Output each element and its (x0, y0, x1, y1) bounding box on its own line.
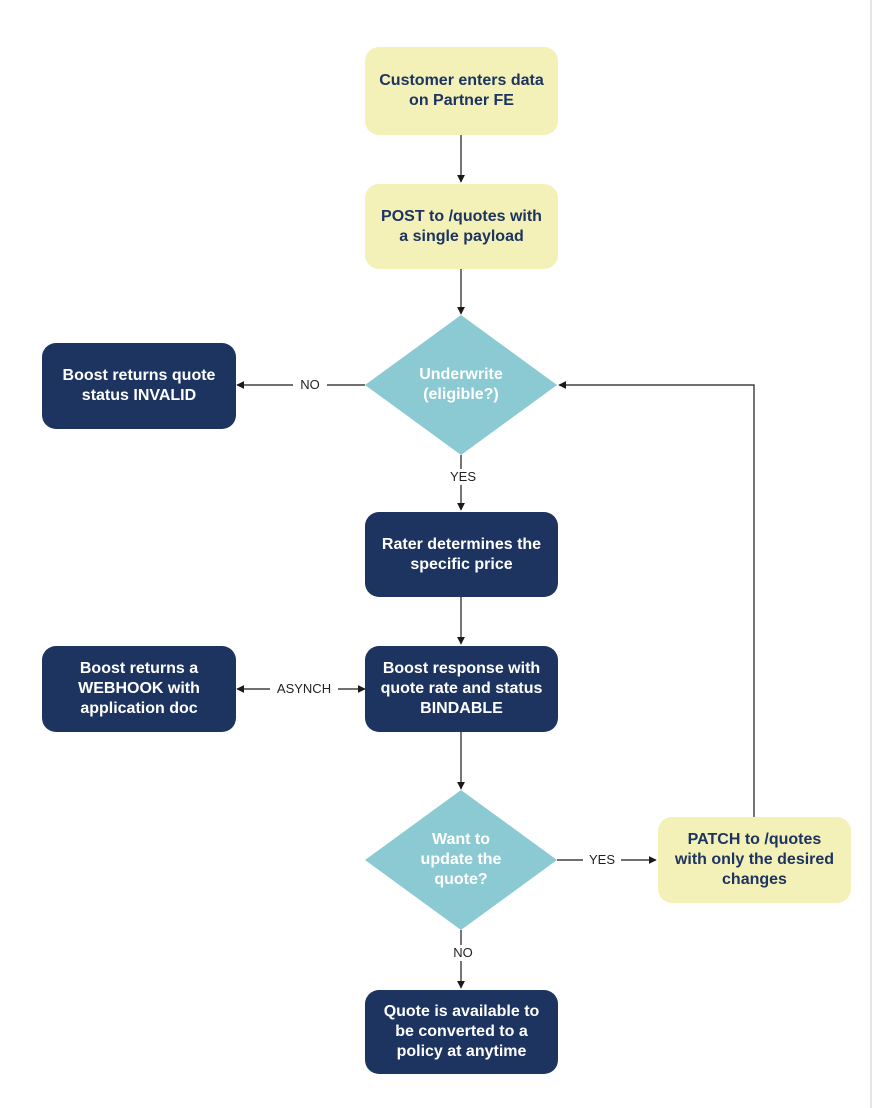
customer-enters-data-node: Customer enters data on Partner FE (365, 47, 558, 135)
quote-invalid-node: Boost returns quote status INVALID (42, 343, 236, 429)
quote-available-node: Quote is available to be converted to a … (365, 990, 558, 1074)
edge-label-yes-patch: YES (583, 852, 621, 868)
webhook-node: Boost returns a WEBHOOK with application… (42, 646, 236, 732)
rater-price-node: Rater determines the specific price (365, 512, 558, 597)
edge-label-yes-rater: YES (444, 469, 482, 485)
edge-label-no-invalid: NO (293, 377, 327, 393)
bindable-response-node: Boost response with quote rate and statu… (365, 646, 558, 732)
want-update-decision-shape (365, 790, 557, 930)
post-quotes-node: POST to /quotes with a single payload (365, 184, 558, 269)
underwrite-decision-shape (365, 315, 557, 455)
patch-quotes-node: PATCH to /quotes with only the desired c… (658, 817, 851, 903)
edge-label-asynch: ASYNCH (270, 681, 338, 697)
connector-patch-back-to-underwrite (558, 381, 755, 817)
edge-label-no-available: NO (446, 945, 480, 961)
page-right-border (870, 0, 872, 1108)
